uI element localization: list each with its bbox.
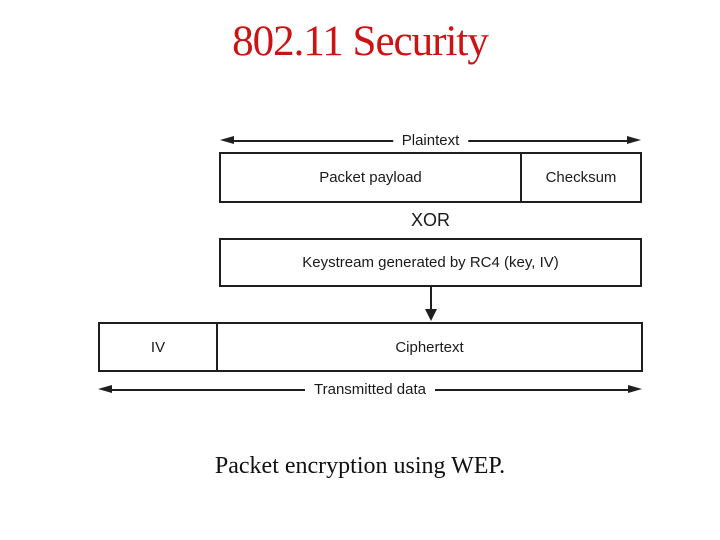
arrow-shaft — [430, 287, 432, 310]
keystream-label: Keystream generated by RC4 (key, IV) — [302, 254, 559, 271]
arrowhead-left-icon — [220, 136, 234, 144]
arrowhead-left-icon — [98, 385, 112, 393]
iv-cell: IV — [100, 324, 218, 370]
transmitted-span-arrow: Transmitted data — [98, 380, 642, 399]
keystream-box: Keystream generated by RC4 (key, IV) — [219, 238, 642, 287]
plaintext-label: Plaintext — [392, 131, 469, 150]
xor-down-arrow — [424, 287, 438, 321]
slide-caption: Packet encryption using WEP. — [214, 453, 506, 479]
packet-box: Packet payload Checksum — [219, 152, 642, 203]
slide-title: 802.11 Security — [232, 18, 489, 65]
arrowhead-down-icon — [425, 309, 437, 321]
transmitted-box: IV Ciphertext — [98, 322, 643, 372]
plaintext-span-arrow: Plaintext — [220, 131, 641, 150]
arrowhead-right-icon — [627, 136, 641, 144]
ciphertext-cell: Ciphertext — [395, 338, 464, 356]
arrowhead-right-icon — [628, 385, 642, 393]
xor-label: XOR — [410, 210, 450, 230]
checksum-cell: Checksum — [545, 169, 617, 186]
transmitted-label: Transmitted data — [305, 380, 435, 399]
packet-payload-cell: Packet payload — [221, 154, 522, 201]
